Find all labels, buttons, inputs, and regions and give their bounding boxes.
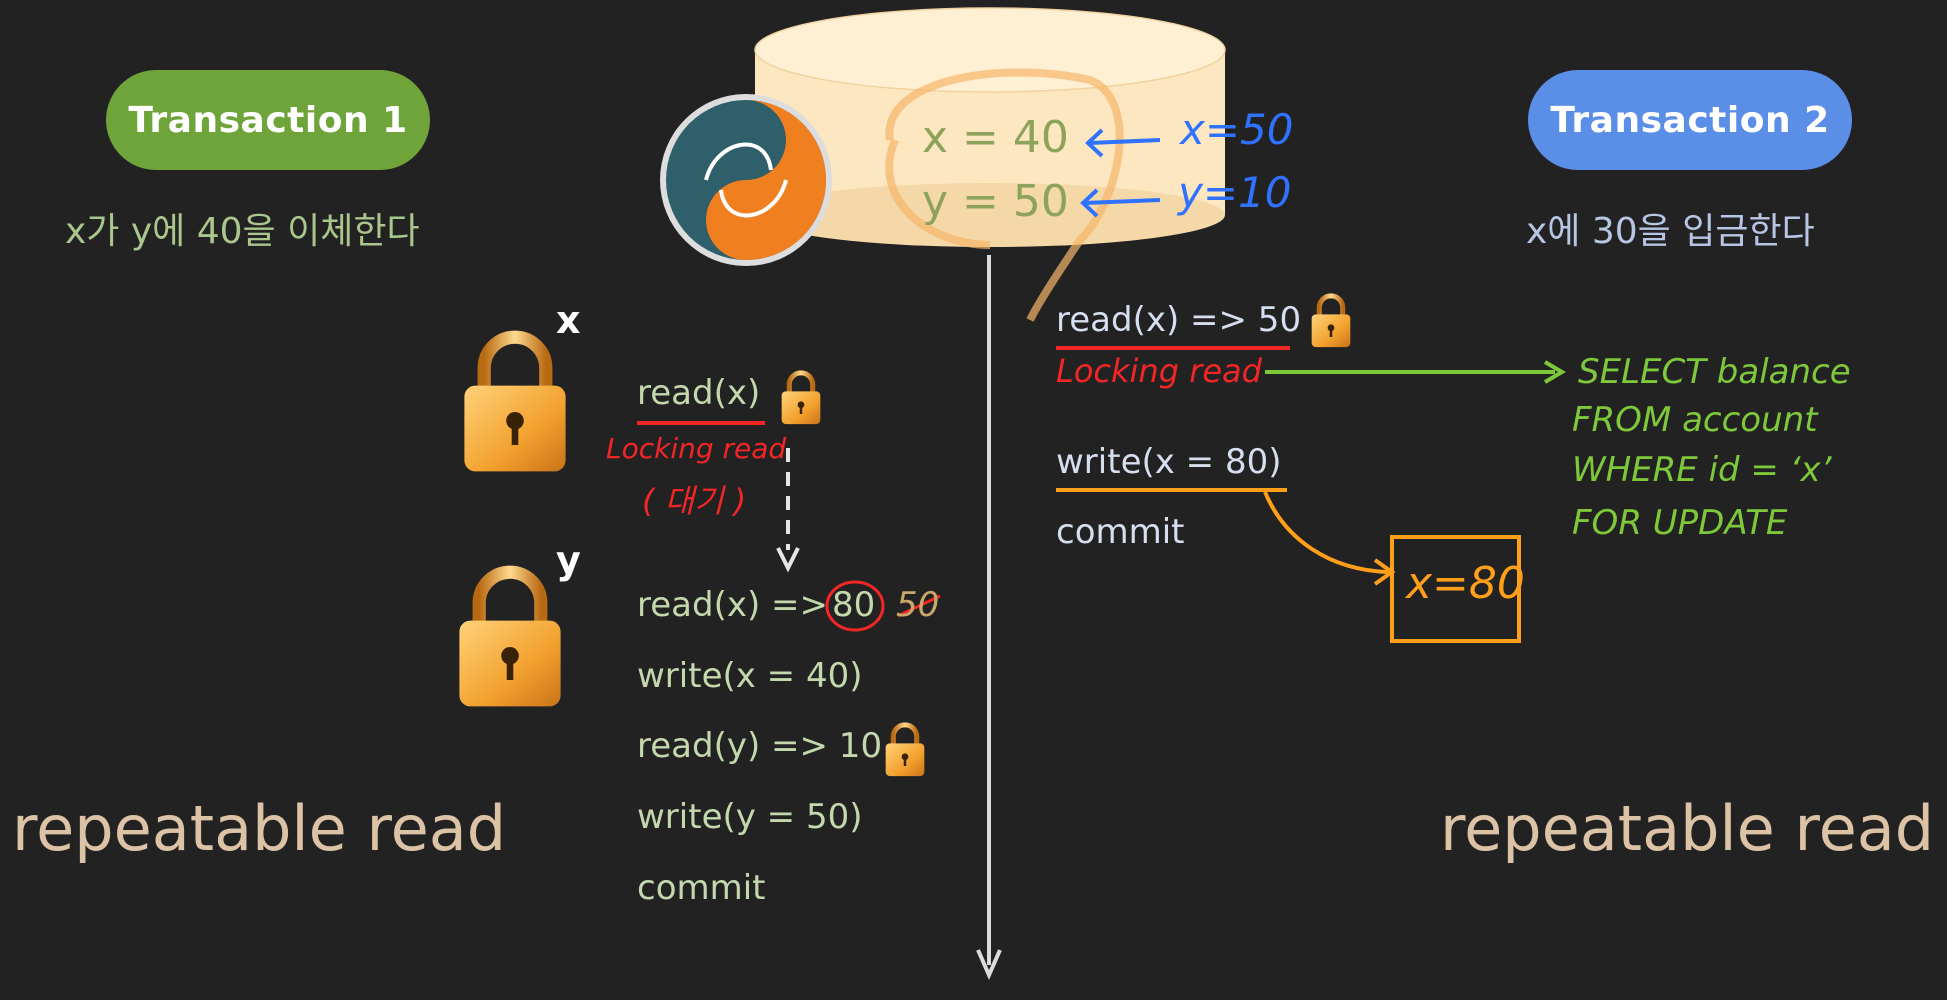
t2-isolation-level: repeatable read [1440,792,1935,865]
padlock-icon-y [459,572,560,706]
lock-label-y: y [556,538,581,582]
sql-line-2: FROM account [1572,400,1818,440]
t2-read-x: read(x) => 50 [1056,300,1302,340]
transaction-2-label: Transaction 2 [1528,70,1852,170]
t2-result-box-text: x=80 [1406,558,1525,609]
t1-read-x: read(x) [637,373,761,413]
t1-locking-read-note: Locking read [606,432,787,465]
t1-wait-note: ( 대기 ) [642,482,747,520]
sql-line-3: WHERE id = ‘x’ [1572,450,1832,490]
t1-commit: commit [637,868,766,908]
db-x-value: x = 40 [922,112,1069,163]
t1-old-value: 50 [896,585,940,625]
t2-locking-read-note: Locking read [1056,352,1262,390]
t1-new-value: 80 [832,585,876,625]
transaction-2-description: x에 30을 입금한다 [1526,211,1815,252]
t2-write-x: write(x = 80) [1056,442,1282,482]
t2-commit: commit [1056,512,1185,552]
t1-read-x-result: read(x) => [637,585,829,625]
db-y-value: y = 50 [922,176,1069,227]
database-cylinder [754,7,1226,322]
sql-line-1: SELECT balance [1578,352,1851,392]
t1-write-x: write(x = 40) [637,656,863,696]
padlock-icon-x [464,337,565,471]
mysql-logo [660,94,832,266]
transaction-1-description: x가 y에 40을 이체한다 [65,211,420,252]
annotation-y-10: y=10 [1178,168,1292,217]
lock-label-x: x [556,298,581,342]
sql-line-4: FOR UPDATE [1572,503,1788,543]
t1-write-y: write(y = 50) [637,797,863,837]
annotation-x-50: x=50 [1180,105,1294,154]
t1-read-y: read(y) => 10 [637,726,883,766]
transaction-1-label: Transaction 1 [106,70,430,170]
t1-isolation-level: repeatable read [12,792,507,865]
